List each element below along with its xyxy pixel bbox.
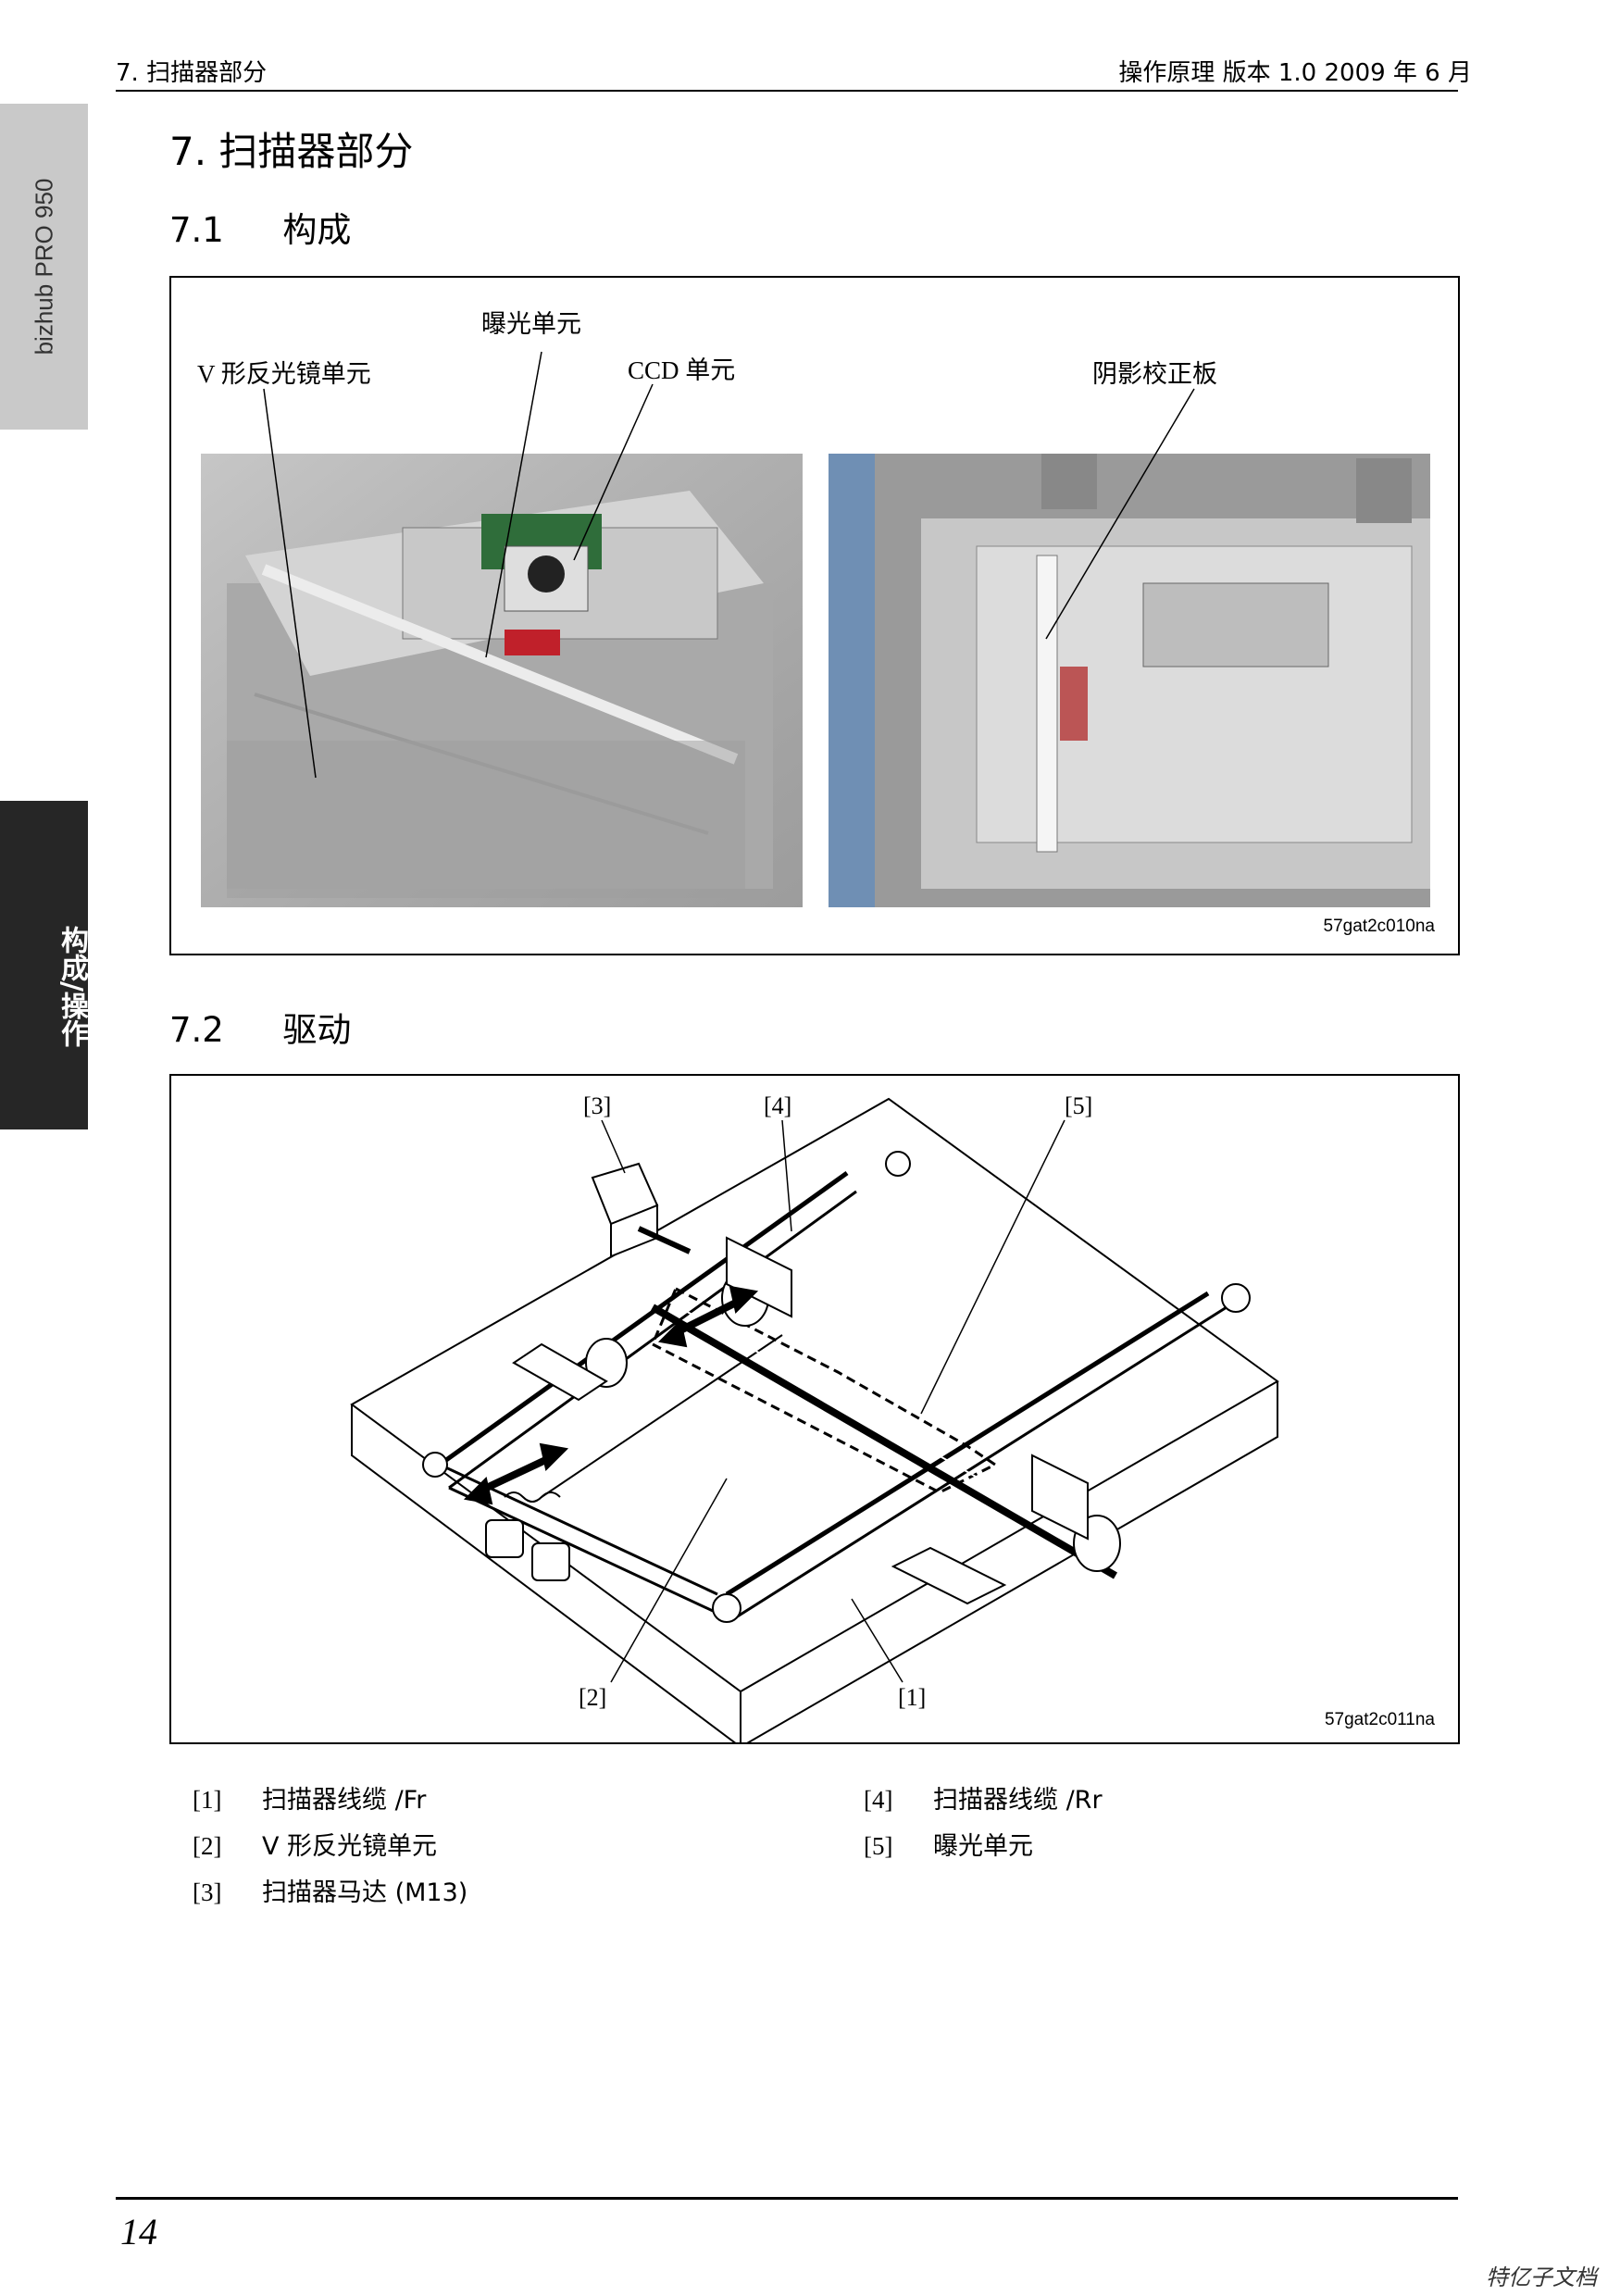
callout-2: [2] xyxy=(579,1684,607,1711)
scanner-photo-right xyxy=(829,454,1430,907)
legend-item-5: [5] 曝光单元 xyxy=(864,1826,1033,1862)
legend-text: 扫描器马达 (M13) xyxy=(262,1878,468,1907)
running-header-left: 7. 扫描器部分 xyxy=(116,59,268,87)
label-ccd-unit: CCD 单元 xyxy=(628,356,736,384)
watermark: 特亿子文档 xyxy=(1486,2265,1597,2290)
section-heading-7-1: 7.1 构成 xyxy=(169,202,351,252)
page-number: 14 xyxy=(120,2211,157,2252)
legend-number: [1] xyxy=(193,1786,222,1814)
product-name: bizhub PRO 950 xyxy=(30,178,58,356)
label-shading-plate: 阴影校正板 xyxy=(1092,360,1217,388)
callout-3: [3] xyxy=(583,1092,612,1119)
section-side-tab: 构成/操作 xyxy=(0,801,88,1129)
product-side-tab: bizhub PRO 950 xyxy=(0,104,88,430)
label-exposure-unit: 曝光单元 xyxy=(481,310,581,338)
legend-text: 扫描器线缆 /Fr xyxy=(262,1786,427,1815)
running-header-right: 操作原理 版本 1.0 2009 年 6 月 xyxy=(1118,59,1472,87)
callout-5: [5] xyxy=(1065,1092,1093,1119)
legend-item-4: [4] 扫描器线缆 /Rr xyxy=(864,1779,1103,1816)
figure-composition: 曝光单元 V 形反光镜单元 CCD 单元 阴影校正板 57gat2c010na xyxy=(169,276,1460,955)
legend-item-1: [1] 扫描器线缆 /Fr xyxy=(193,1779,426,1816)
legend-text: 扫描器线缆 /Rr xyxy=(933,1786,1103,1815)
label-v-mirror-unit: V 形反光镜单元 xyxy=(197,360,371,388)
legend-item-2: [2] V 形反光镜单元 xyxy=(193,1826,437,1862)
composition-photos xyxy=(201,351,1430,907)
callout-1: [1] xyxy=(898,1684,927,1711)
section-title: 构成 xyxy=(282,210,352,250)
figure-drive: [3] [4] [5] [2] [1] 57gat2c011na xyxy=(169,1074,1460,1744)
footer-rule xyxy=(116,2197,1458,2200)
legend-number: [2] xyxy=(193,1832,222,1860)
drive-diagram xyxy=(350,1097,1279,1742)
legend-number: [5] xyxy=(864,1832,893,1860)
legend-text: V 形反光镜单元 xyxy=(262,1832,438,1861)
section-title: 驱动 xyxy=(282,1010,352,1050)
figure-code-1: 57gat2c010na xyxy=(1323,917,1435,936)
chapter-title: 7. 扫描器部分 xyxy=(169,129,414,174)
section-number: 7.1 xyxy=(169,210,224,250)
section-number: 7.2 xyxy=(169,1010,224,1050)
legend-number: [3] xyxy=(193,1878,222,1906)
scanner-photo-left xyxy=(201,454,803,907)
section-heading-7-2: 7.2 驱动 xyxy=(169,1002,351,1052)
legend-text: 曝光单元 xyxy=(933,1832,1033,1861)
section-tab-label: 构成/操作 xyxy=(56,925,88,1047)
figure-code-2: 57gat2c011na xyxy=(1324,1710,1435,1729)
legend-number: [4] xyxy=(864,1786,893,1814)
callout-4: [4] xyxy=(764,1092,792,1119)
header-rule xyxy=(116,90,1458,92)
legend-item-3: [3] 扫描器马达 (M13) xyxy=(193,1872,467,1908)
